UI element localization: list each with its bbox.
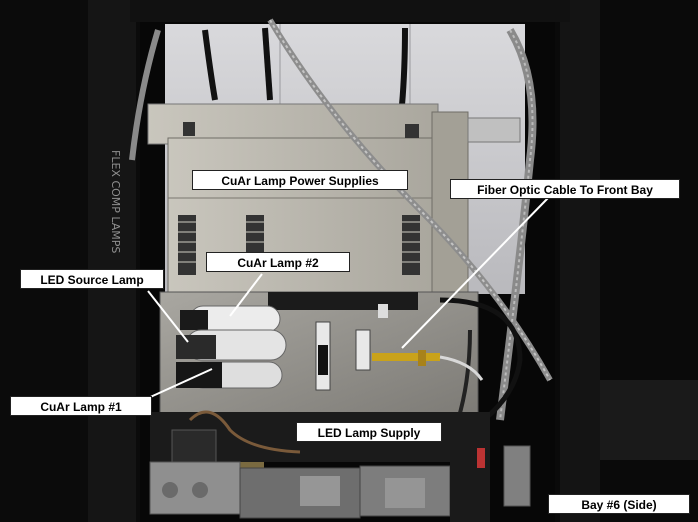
label-cuar-lamp-1: CuAr Lamp #1	[10, 396, 152, 416]
label-led-source-lamp: LED Source Lamp	[20, 269, 164, 289]
label-cuar-lamp-2: CuAr Lamp #2	[206, 252, 350, 272]
label-bay-side: Bay #6 (Side)	[548, 494, 690, 514]
label-fiber-optic-cable: Fiber Optic Cable To Front Bay	[450, 179, 680, 199]
label-led-lamp-supply: LED Lamp Supply	[296, 422, 442, 442]
label-power-supplies: CuAr Lamp Power Supplies	[192, 170, 408, 190]
handwritten-label: FLEX COMP LAMPS	[109, 150, 122, 253]
